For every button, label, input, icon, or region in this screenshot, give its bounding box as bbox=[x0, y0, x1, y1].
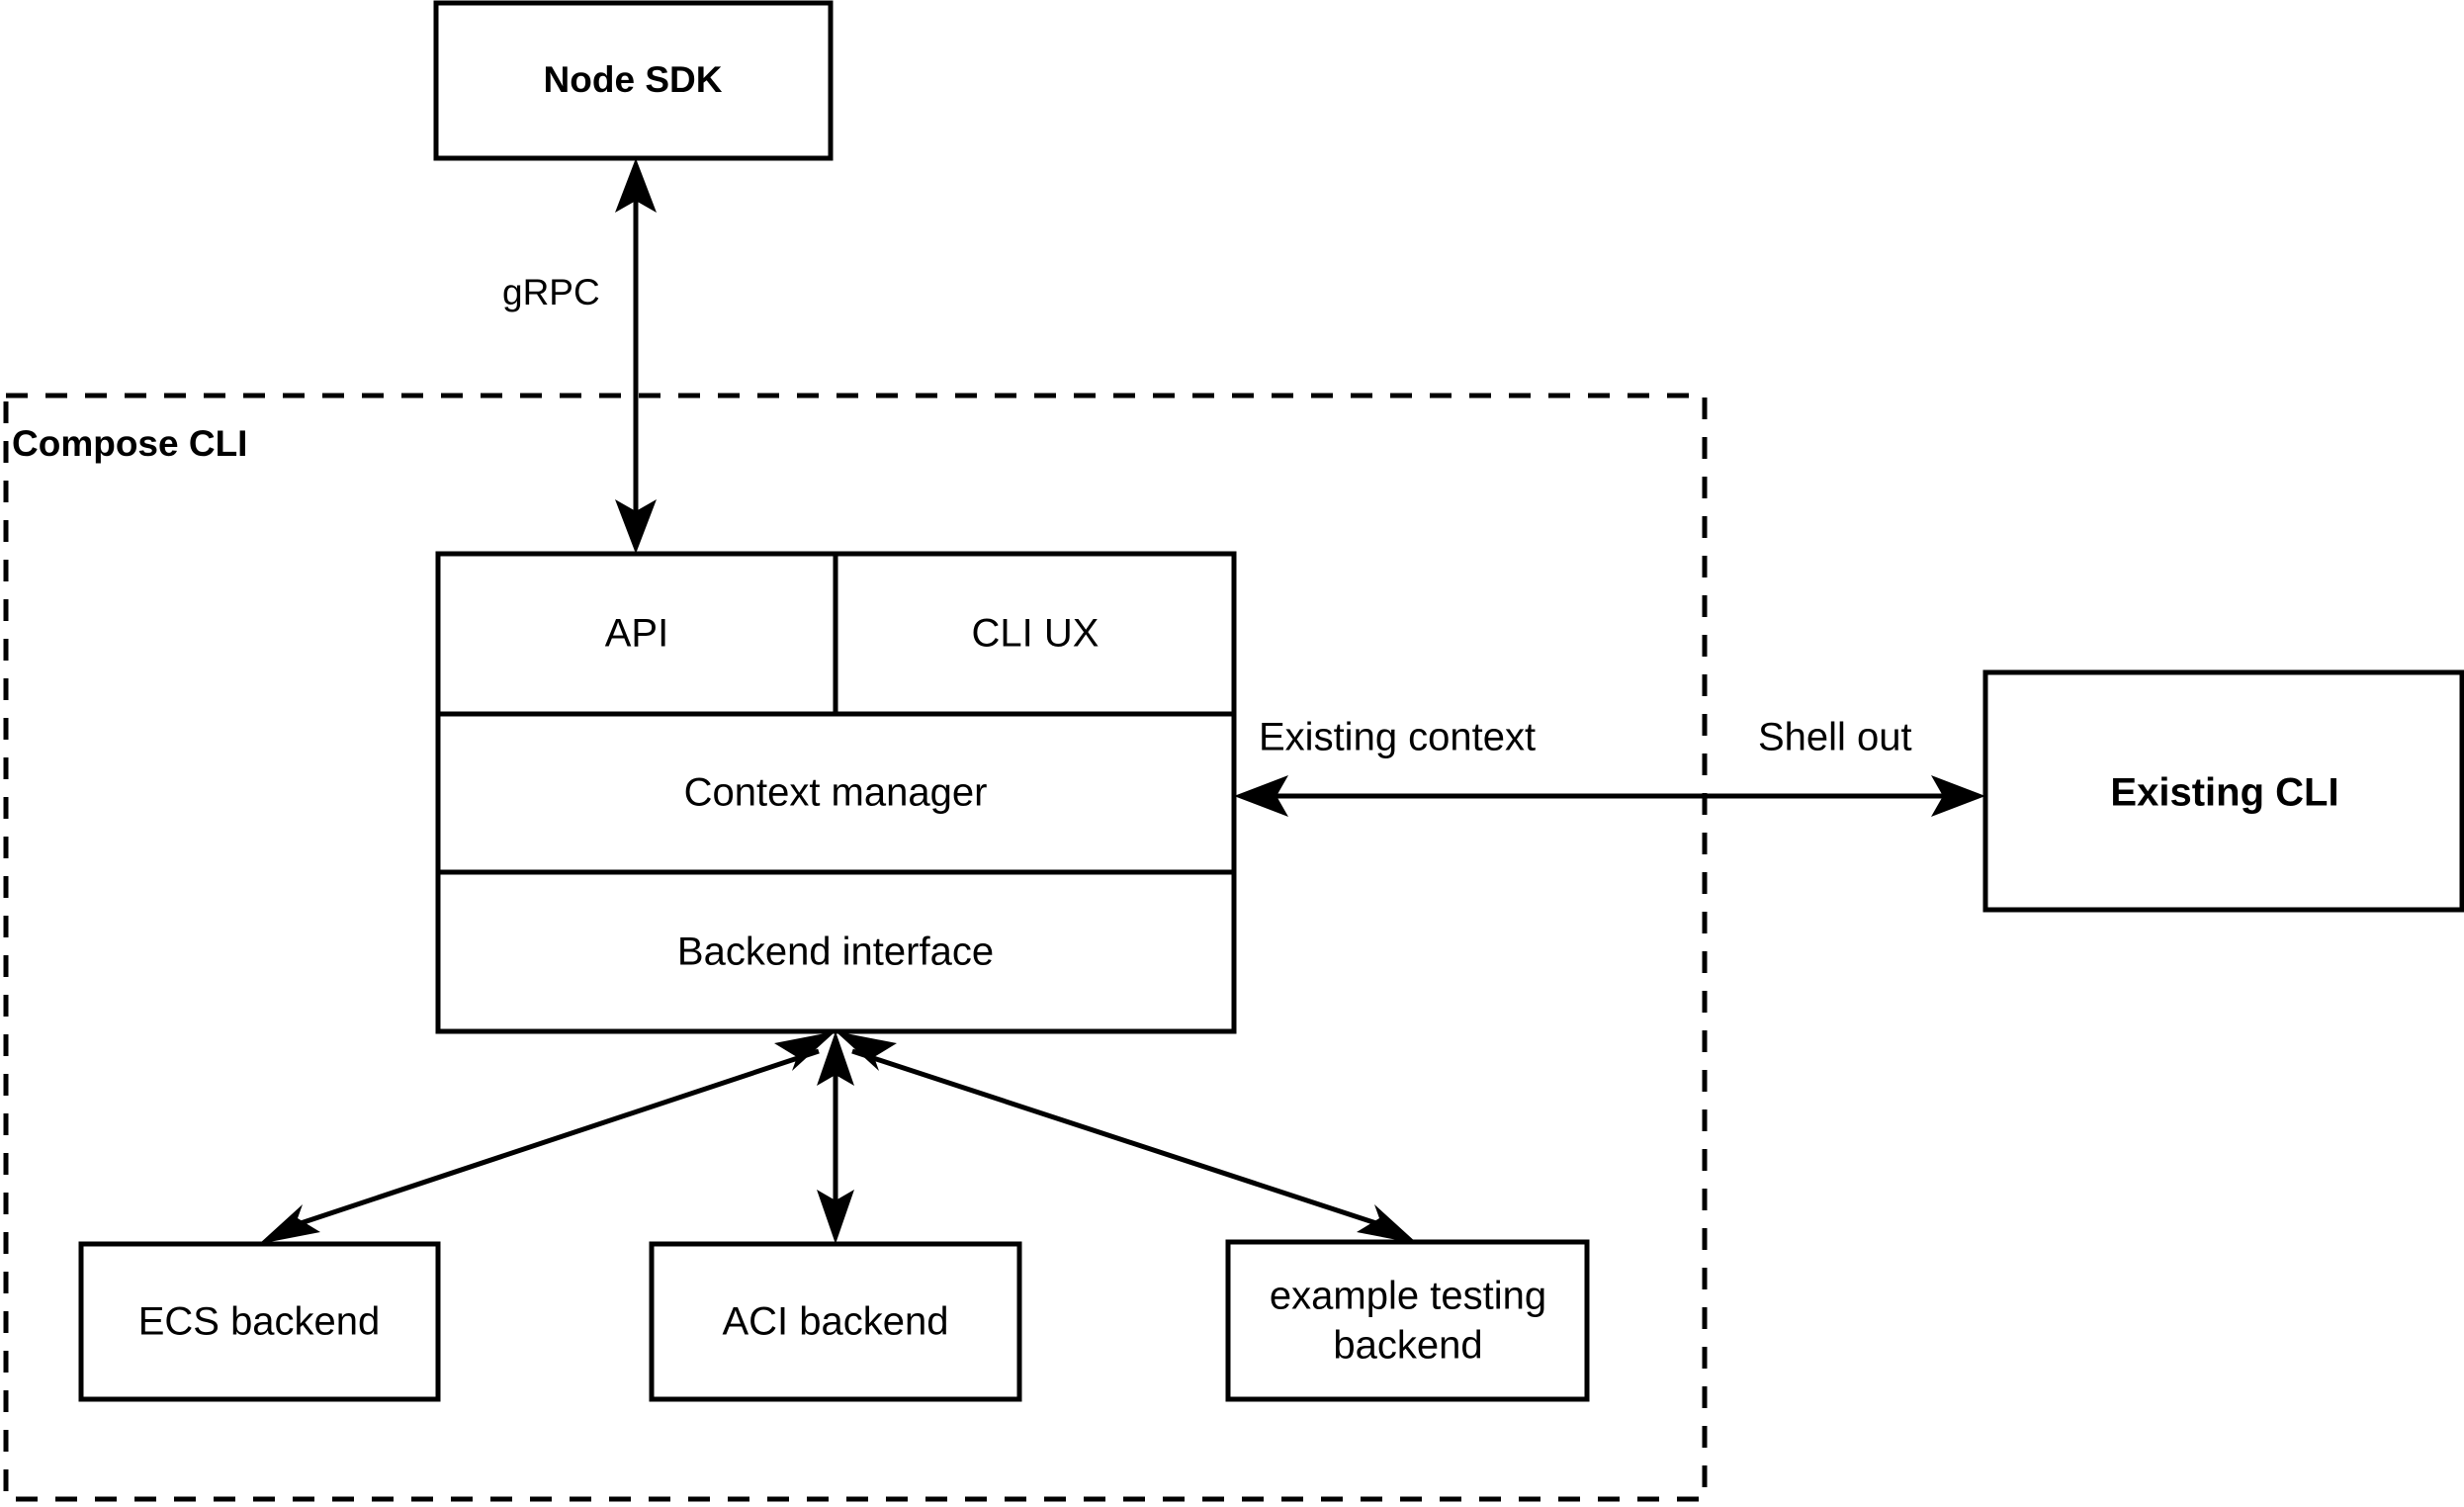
node-aci-backend-border bbox=[649, 1241, 1022, 1402]
node-existing-cli[interactable]: Existing CLI bbox=[1982, 669, 2464, 913]
node-aci-backend-label: ACI backend bbox=[722, 1300, 948, 1344]
node-aci-backend[interactable]: ACI backend bbox=[649, 1241, 1022, 1402]
edge-existing-cli-arrowhead-left bbox=[1234, 775, 1288, 817]
node-cli-ux-label: CLI UX bbox=[972, 612, 1100, 656]
node-core-stack: API CLI UX Context manager Backend inter… bbox=[435, 551, 1237, 1034]
edge-backend-ecs-arrowhead-up bbox=[774, 1031, 836, 1071]
edge-grpc-label: gRPC bbox=[502, 272, 600, 312]
node-example-testing-backend-label-line2: backend bbox=[1333, 1324, 1482, 1368]
edge-existing-cli: Existing context Shell out bbox=[1234, 716, 1985, 817]
node-ecs-backend-fill bbox=[81, 1244, 438, 1399]
edge-backend-aci-arrowhead-down bbox=[817, 1190, 854, 1244]
node-example-testing-backend-label-line1: example testing bbox=[1270, 1275, 1546, 1318]
node-backend-interface-label: Backend interface bbox=[677, 931, 994, 974]
edge-backend-ecs bbox=[259, 1031, 836, 1244]
node-ecs-backend-label: ECS backend bbox=[138, 1300, 381, 1344]
edge-backend-example-arrowhead-up bbox=[836, 1031, 897, 1071]
node-node-sdk-border bbox=[433, 0, 834, 161]
node-existing-cli-border bbox=[1982, 669, 2464, 913]
node-context-manager[interactable]: Context manager bbox=[435, 711, 1237, 875]
edge-grpc: gRPC bbox=[502, 158, 657, 554]
edge-backend-ecs-line bbox=[291, 1048, 820, 1229]
edge-backend-example-arrowhead-down bbox=[1357, 1204, 1418, 1244]
node-backend-interface[interactable]: Backend interface bbox=[435, 869, 1237, 1034]
node-existing-cli-label: Existing CLI bbox=[2110, 771, 2338, 815]
edge-backend-aci-arrowhead-up bbox=[817, 1031, 854, 1086]
node-ecs-backend[interactable]: ECS backend bbox=[78, 1241, 441, 1402]
node-example-testing-backend-fill bbox=[1228, 1242, 1587, 1399]
node-node-sdk[interactable]: Node SDK bbox=[433, 0, 834, 161]
node-context-manager-label: Context manager bbox=[684, 771, 988, 815]
group-compose-cli-border bbox=[3, 393, 1708, 1502]
edge-backend-example bbox=[836, 1031, 1418, 1244]
node-example-testing-backend-border bbox=[1225, 1239, 1590, 1402]
node-node-sdk-fill bbox=[436, 3, 831, 158]
edge-grpc-arrowhead-down bbox=[615, 499, 657, 554]
edge-existing-context-label: Existing context bbox=[1259, 716, 1536, 759]
group-compose-cli-label: Compose CLI bbox=[12, 423, 247, 464]
node-api-label: API bbox=[605, 612, 668, 656]
group-compose-cli: Compose CLI bbox=[3, 393, 1708, 1502]
edge-existing-cli-arrowhead-right bbox=[1931, 775, 1985, 817]
edge-shell-out-label: Shell out bbox=[1758, 716, 1912, 759]
node-aci-backend-fill bbox=[652, 1244, 1019, 1399]
edge-backend-aci bbox=[817, 1031, 854, 1244]
node-example-testing-backend[interactable]: example testing backend bbox=[1225, 1239, 1590, 1402]
node-ecs-backend-border bbox=[78, 1241, 441, 1402]
node-existing-cli-fill bbox=[1985, 672, 2462, 910]
node-backend-interface-border bbox=[435, 869, 1237, 1034]
edge-backend-ecs-arrowhead-down bbox=[259, 1204, 320, 1244]
node-node-sdk-label: Node SDK bbox=[544, 59, 723, 100]
edge-grpc-arrowhead-up bbox=[615, 158, 657, 213]
edge-backend-example-line bbox=[851, 1048, 1386, 1229]
